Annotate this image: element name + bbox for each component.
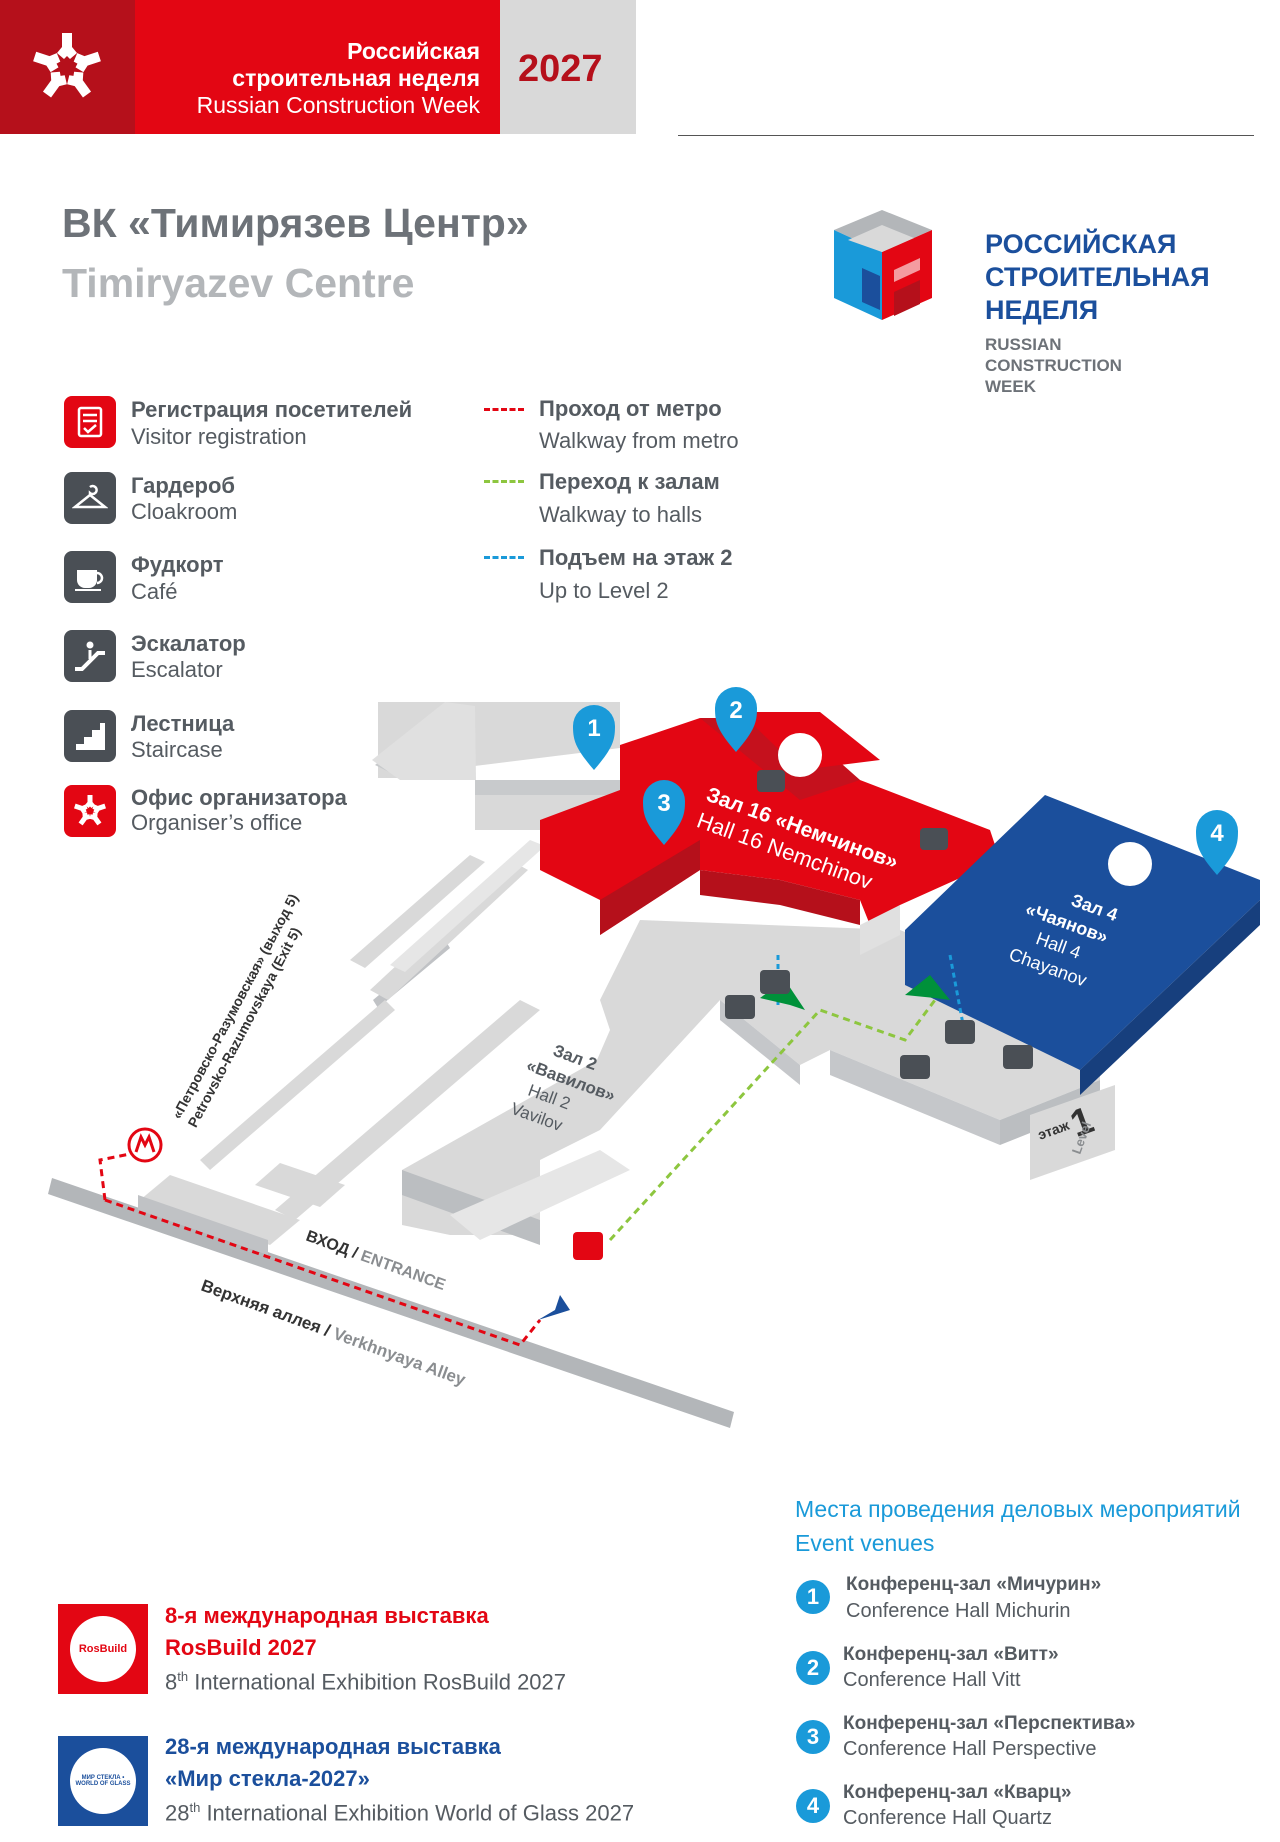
cup-icon [64, 551, 116, 603]
legend-item-escalator [64, 630, 116, 682]
exhibition-2-ru2: «Мир стекла-2027» [165, 1766, 370, 1791]
pin-2[interactable]: 2 [715, 687, 757, 752]
legend-registration-ru: Регистрация посетителей [131, 397, 413, 422]
world-of-glass-logo-text: МИР СТЕКЛА • WORLD OF GLASS [75, 1775, 131, 1787]
legend-metro-dash [484, 408, 524, 411]
header-year-block: 2027 [500, 0, 636, 134]
legend-metro-ru: Проход от метро [539, 396, 722, 421]
events-title-ru: Места проведения деловых мероприятий [795, 1496, 1241, 1522]
event-2-ru: Конференц-зал «Витт» [843, 1644, 1059, 1665]
legend-cloakroom-en: Cloakroom [131, 499, 238, 524]
pin-4[interactable]: 4 [1196, 810, 1238, 875]
pin-2-label: 2 [729, 697, 742, 724]
legend-escalator-en: Escalator [131, 657, 223, 682]
legend-staircase-ru: Лестница [131, 711, 235, 736]
event-3-en: Conference Hall Perspective [843, 1738, 1097, 1760]
hall-4 [905, 795, 1260, 1070]
hall-2-floor [402, 920, 1100, 1235]
rsn-logo-en1: RUSSIAN [985, 335, 1062, 354]
event-3-ru: Конференц-зал «Перспектива» [843, 1713, 1136, 1734]
registration-icon [64, 396, 116, 448]
exhibition-2-en: 28th International Exhibition World of G… [165, 1800, 635, 1826]
legend-halls-dash [484, 480, 524, 483]
header-title-ru1: Российская [347, 38, 480, 64]
rosbuild-logo: RosBuild [58, 1604, 148, 1694]
metro-walkway [104, 1198, 542, 1347]
header-year: 2027 [518, 48, 603, 90]
exhibition-1-en: 8th International Exhibition RosBuild 20… [165, 1669, 567, 1695]
legend-halls-en: Walkway to halls [539, 502, 703, 527]
legend-cloakroom-ru: Гардероб [131, 473, 235, 498]
legend-level2-dash [484, 556, 524, 559]
legend-item-cloakroom [64, 472, 116, 524]
exhibition-1-ru2: RosBuild 2027 [165, 1635, 317, 1660]
legend-cafe-en: Café [131, 579, 178, 604]
organiser-icon [64, 785, 116, 837]
rsn-logo-line2: СТРОИТЕЛЬНАЯ [985, 262, 1210, 292]
stairs-icon [64, 710, 116, 762]
event-2-number: 2 [796, 1651, 830, 1685]
event-4-ru: Конференц-зал «Кварц» [843, 1782, 1072, 1803]
legend-item-organiser [64, 785, 116, 837]
rsn-logo-line3: НЕДЕЛЯ [985, 295, 1099, 325]
legend-organiser-en: Organiser’s office [131, 810, 303, 835]
rosbuild-logo-text: RosBuild [78, 1643, 128, 1655]
pin-3-label: 3 [657, 790, 670, 817]
venue-map: 1 2 3 4 Зал 16 «Немчинов» Hall 16 Nemchi… [48, 687, 1260, 1428]
pin-3[interactable]: 3 [643, 780, 685, 845]
legend-item-staircase [64, 710, 116, 762]
legend-item-registration [64, 396, 116, 448]
header-title-en: Russian Construction Week [196, 92, 480, 118]
legend-item-cafe [64, 551, 116, 603]
rsn-cube-logo [822, 200, 972, 370]
pin-4-label: 4 [1210, 820, 1224, 847]
venue-title-en: Timiryazev Centre [62, 260, 415, 306]
events-title-en: Event venues [795, 1530, 935, 1556]
rsn-logo-line1: РОССИЙСКАЯ [985, 229, 1177, 259]
header-title-ru2: строительная неделя [232, 65, 480, 91]
hanger-icon [64, 472, 116, 524]
legend-metro-en: Walkway from metro [539, 428, 739, 453]
building-strip-3 [275, 1000, 540, 1220]
rsn-logo-en2: CONSTRUCTION [985, 356, 1122, 375]
event-1-ru: Конференц-зал «Мичурин» [846, 1574, 1102, 1595]
exhibition-1-ru1: 8-я международная выставка [165, 1603, 489, 1628]
legend-level2-en: Up to Level 2 [539, 578, 669, 603]
legend-cafe-ru: Фудкорт [131, 552, 224, 577]
rsn-logo-en3: WEEK [985, 377, 1036, 396]
header-logo-block [0, 0, 135, 134]
header-divider [678, 135, 1254, 136]
event-3-number: 3 [796, 1720, 830, 1754]
pin-1-label: 1 [587, 715, 600, 742]
pin-1[interactable]: 1 [573, 705, 615, 770]
halls-walkway [608, 999, 937, 1242]
legend-halls-ru: Переход к залам [539, 469, 720, 494]
legend-organiser-ru: Офис организатора [131, 785, 347, 810]
level-sign [1030, 1085, 1115, 1180]
rsn-star-icon [31, 33, 103, 101]
legend-staircase-en: Staircase [131, 737, 223, 762]
event-1-en: Conference Hall Michurin [846, 1600, 1071, 1622]
event-4-number: 4 [796, 1789, 830, 1823]
alley-label: Верхняя аллея / Verkhnyaya Alley [199, 1276, 469, 1390]
svg-text:Верхняя аллея / Verkhnyaya All: Верхняя аллея / Verkhnyaya Alley [199, 1276, 469, 1390]
legend-level2-ru: Подъем на этаж 2 [539, 545, 733, 570]
world-of-glass-logo: МИР СТЕКЛА • WORLD OF GLASS [58, 1736, 148, 1826]
escalator-icon [64, 630, 116, 682]
venue-title-ru: ВК «Тимирязев Центр» [62, 200, 529, 246]
event-4-en: Conference Hall Quartz [843, 1807, 1052, 1829]
svg-text:«Петровско-Разумовская» (выход: «Петровско-Разумовская» (выход 5) [169, 891, 302, 1121]
legend-registration-en: Visitor registration [131, 424, 307, 449]
event-1-number: 1 [796, 1580, 830, 1614]
legend-escalator-ru: Эскалатор [131, 631, 246, 656]
exhibition-2-ru1: 28-я международная выставка [165, 1734, 501, 1759]
building-strip-2 [200, 1000, 395, 1170]
event-2-en: Conference Hall Vitt [843, 1669, 1021, 1691]
header-title-block: Российская строительная неделя Russian C… [135, 0, 500, 134]
